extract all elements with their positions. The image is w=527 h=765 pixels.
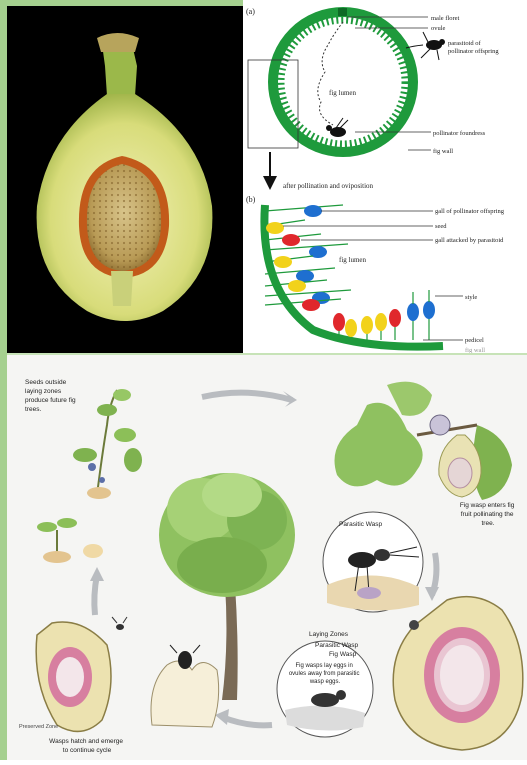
- life-cycle-svg: Seeds outside laying zones produce futur…: [7, 355, 527, 760]
- parasitic-wasp-title: Parasitic Wasp: [339, 521, 382, 528]
- fig-branch: [335, 382, 513, 500]
- cut-fig-photo: [7, 6, 243, 353]
- gall-ovule: [266, 222, 284, 234]
- seeds-outside-text: Seeds outside laying zones produce futur…: [25, 379, 77, 413]
- transition-arrow-head: [263, 176, 277, 190]
- fig-schematic: (a): [243, 0, 527, 354]
- life-cycle-illustration: Seeds outside laying zones produce futur…: [7, 355, 527, 760]
- label-male-floret: male floret: [431, 15, 460, 22]
- fig-ostiole: [111, 271, 133, 306]
- gall-ovule: [345, 319, 357, 337]
- hatch-text: Wasps hatch and emerge to continue cycle: [49, 738, 125, 754]
- gall-ovule: [304, 205, 322, 217]
- seedling-plant: [73, 389, 142, 499]
- gall-ovule: [389, 309, 401, 327]
- fig-stem-tip: [97, 33, 139, 52]
- panel-b-styles: [265, 205, 435, 340]
- gall-ovule: [302, 299, 320, 311]
- wasp-enters-text: Fig wasp enters fig fruit pollinating th…: [460, 502, 516, 527]
- label-gall-offspring: gall of pollinator offspring: [435, 208, 505, 215]
- label-pedicel: pedicel: [465, 337, 484, 344]
- gall-ovule: [282, 234, 300, 246]
- schematic-panel: (a): [243, 0, 527, 354]
- panel-b-lumen-label: fig lumen: [339, 256, 367, 264]
- cycle-arrow-top: [202, 393, 292, 400]
- label-pollinator-foundress: pollinator foundress: [433, 130, 486, 137]
- transition-label: after pollination and oviposition: [283, 182, 374, 190]
- label-ovule: ovule: [431, 25, 446, 32]
- gall-ovule: [407, 303, 419, 321]
- cycle-arrow-bottom-head: [215, 709, 229, 725]
- cut-fig-illustration: [393, 597, 523, 750]
- gall-ovule: [333, 313, 345, 331]
- fig-wasp-label: Fig Wasp: [329, 651, 357, 658]
- panel-a: (a): [246, 7, 499, 190]
- gall-ovule: [361, 316, 373, 334]
- gall-ovule: [274, 256, 292, 268]
- laying-zones-label: Laying Zones: [309, 631, 349, 638]
- panel-b-tag: (b): [246, 195, 256, 204]
- panel-b: (b) fig lumen gall of pollinator offspri…: [246, 195, 505, 354]
- label-fig-wall-a: fig wall: [433, 148, 453, 155]
- panel-a-tag: (a): [246, 7, 255, 16]
- preserved-zone-label: Preserved Zone: [19, 724, 58, 730]
- label-parasitoid-1: parasitoid of: [448, 40, 482, 47]
- panel-a-wasp-path: [318, 22, 343, 125]
- left-green-border: [0, 0, 7, 760]
- parasitic-wasp-label: Parasitic Wasp: [315, 642, 358, 649]
- fig-photo-panel: [7, 6, 243, 353]
- panel-a-florets: [280, 19, 406, 145]
- sprout: [37, 518, 103, 563]
- gall-ovule: [375, 313, 387, 331]
- eggs-inset: [277, 641, 373, 737]
- style-stalk: [265, 244, 348, 250]
- panel-a-pollinator: [326, 118, 348, 137]
- label-style: style: [465, 294, 477, 301]
- cycle-arrow-left-head: [90, 567, 104, 581]
- cycle-arrow-bottom: [222, 717, 272, 725]
- small-flying-wasp: [112, 617, 127, 630]
- label-gall-attacked: gall attacked by parasitoid: [435, 237, 504, 244]
- style-stalk: [265, 205, 343, 211]
- cycle-arrow-right-head: [425, 587, 439, 601]
- hatched-fig: [36, 622, 111, 731]
- label-parasitoid-2: pollinator offspring: [448, 48, 499, 55]
- gall-ovule: [423, 301, 435, 319]
- gall-ovule: [288, 280, 306, 292]
- label-seed: seed: [435, 223, 447, 230]
- panel-a-ostiole: [338, 8, 347, 16]
- panel-a-lumen-label: fig lumen: [329, 89, 357, 97]
- emerging-galls: [151, 645, 219, 727]
